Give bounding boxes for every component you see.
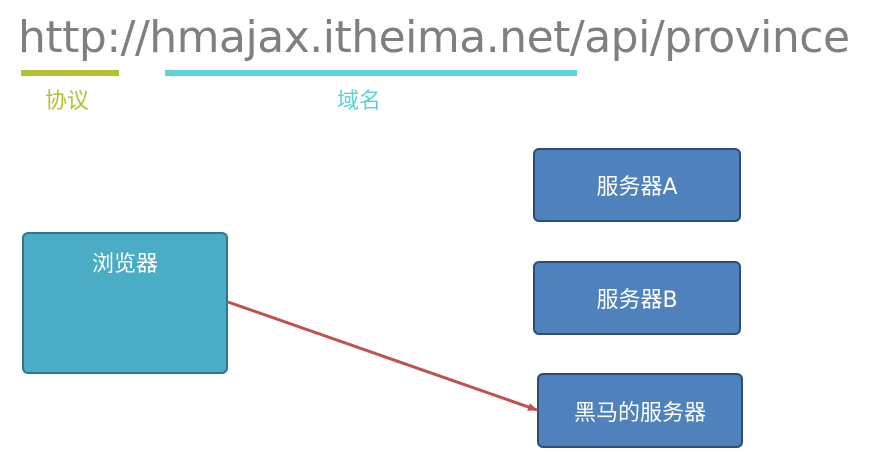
domain-label: 域名 [337, 89, 382, 114]
itheima-server-label: 黑马的服务器 [573, 400, 706, 426]
url-text: http://hmajax.itheima.net/api/province [18, 12, 850, 63]
itheima-server-box: 黑马的服务器 [537, 373, 743, 448]
arrow-line [227, 300, 538, 412]
domain-underline [165, 70, 577, 76]
server-b-box: 服务器B [533, 261, 741, 335]
browser-box: 浏览器 [22, 232, 228, 374]
protocol-underline [21, 70, 119, 76]
protocol-label: 协议 [45, 89, 90, 114]
browser-label: 浏览器 [91, 252, 158, 277]
server-a-box: 服务器A [533, 148, 741, 222]
server-a-label: 服务器A [596, 175, 678, 200]
server-b-label: 服务器B [596, 288, 678, 313]
